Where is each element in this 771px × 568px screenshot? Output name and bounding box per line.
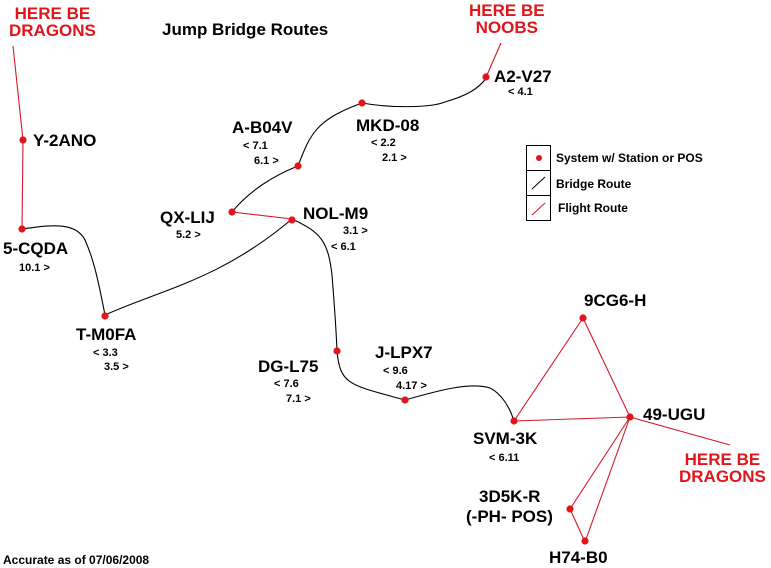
map-title: Jump Bridge Routes	[162, 20, 329, 39]
legend-swatch-system	[527, 146, 550, 171]
flight-route-a2v27-noobs	[486, 42, 502, 76]
legend	[526, 145, 551, 221]
warning-noobs-north: HERE BE NOOBS	[469, 2, 545, 36]
distance-t-m0fa-1: 3.5 >	[104, 361, 129, 373]
node-t-m0fa[interactable]	[101, 312, 109, 320]
system-label-dg-l75: DG-L75	[258, 357, 319, 376]
flight-routes	[12, 42, 731, 543]
node-49-ugu[interactable]	[626, 413, 634, 421]
node-a-b04v[interactable]	[294, 162, 302, 170]
flight-route-qxlij-nolm9	[231, 211, 293, 220]
node-svm-3k[interactable]	[510, 417, 518, 425]
warning-dragons-southeast: HERE BE DRAGONS	[679, 451, 766, 485]
flight-route-9cg6h-49ugu	[582, 317, 631, 418]
node-y-2ano[interactable]	[19, 136, 27, 144]
warning-dragons-northwest: HERE BE DRAGONS	[9, 5, 96, 39]
warning-line: HERE BE	[469, 1, 545, 20]
distance-nol-m9-0: 3.1 >	[343, 225, 368, 237]
system-label-49-ugu: 49-UGU	[643, 405, 706, 424]
bridge-route-nolm9-dgl75	[291, 218, 338, 352]
system-label-nol-m9: NOL-M9	[303, 204, 369, 223]
flight-route-svm3k-9cg6h	[513, 317, 584, 422]
system-label-t-m0fa: T-M0FA	[76, 325, 137, 344]
node-nol-m9[interactable]	[288, 216, 296, 224]
bridge-route-jlpx7-svm3k	[404, 385, 515, 422]
system-label-j-lpx7: J-LPX7	[375, 343, 433, 362]
distance-svm-3k-0: < 6.11	[489, 452, 520, 464]
bridge-route-mkd08-a2v27	[361, 76, 488, 108]
distance-a-b04v-0: < 7.1	[243, 140, 268, 152]
legend-swatch-flight	[527, 196, 550, 220]
node-mkd-08[interactable]	[358, 99, 366, 107]
distance-j-lpx7-1: 4.17 >	[396, 380, 427, 392]
distance-a-b04v-1: 6.1 >	[254, 155, 279, 167]
legend-swatch-bridge	[527, 171, 550, 196]
distance-mkd-08-0: < 2.2	[371, 137, 396, 149]
system-label-9cg6-h: 9CG6-H	[584, 291, 647, 310]
distance-a2-v27-0: < 4.1	[508, 86, 533, 98]
node-3d5k-r[interactable]	[566, 505, 574, 513]
distance-nol-m9-1: < 6.1	[331, 241, 356, 253]
flight-route-y2ano-dragons	[12, 45, 24, 141]
distance-dg-l75-0: < 7.6	[274, 378, 299, 390]
node-j-lpx7[interactable]	[401, 396, 409, 404]
warning-line: DRAGONS	[679, 467, 766, 486]
system-label-a2-v27: A2-V27	[494, 67, 552, 86]
node-a2-v27[interactable]	[482, 73, 490, 81]
accuracy-date-footer: Accurate as of 07/06/2008	[3, 553, 150, 567]
node-9cg6-h[interactable]	[579, 314, 587, 322]
flight-route-3d5kr-h74b0	[569, 508, 586, 543]
black-line-icon	[531, 176, 546, 190]
distance-5-cqda-0: 10.1 >	[19, 262, 50, 274]
node-h74-b0[interactable]	[581, 537, 589, 545]
red-dot-icon	[536, 155, 542, 161]
bridge-route-tm0fa-nolm9	[104, 218, 293, 316]
flight-route-49ugu-dragons	[629, 416, 731, 446]
flight-route-49ugu-3d5kr	[569, 416, 631, 510]
system-label-mkd-08: MKD-08	[356, 116, 420, 135]
system-label-qx-lij: QX-LIJ	[160, 208, 215, 227]
distance-mkd-08-1: 2.1 >	[382, 152, 407, 164]
bridge-route-5cqda-tm0fa	[21, 225, 106, 316]
node-dg-l75[interactable]	[333, 347, 341, 355]
flight-route-49ugu-h74b0	[584, 416, 631, 543]
warning-line: NOOBS	[475, 18, 538, 37]
legend-label-flight: Flight Route	[558, 201, 628, 215]
legend-label-system: System w/ Station or POS	[556, 151, 703, 165]
warning-line: DRAGONS	[9, 21, 96, 40]
system-label-y-2ano: Y-2ANO	[33, 131, 97, 150]
red-line-icon	[531, 202, 546, 216]
distance-t-m0fa-0: < 3.3	[93, 347, 118, 359]
system-label-svm-3k: SVM-3K	[473, 429, 538, 448]
legend-label-bridge: Bridge Route	[556, 177, 632, 191]
warning-line: HERE BE	[684, 450, 761, 469]
node-qx-lij[interactable]	[228, 208, 236, 216]
distance-j-lpx7-0: < 9.6	[383, 365, 408, 377]
node-5-cqda[interactable]	[18, 225, 26, 233]
bridge-route-ab04v-mkd08	[297, 102, 363, 167]
bridge-route-qxlij-ab04v	[231, 165, 299, 213]
flight-route-y2ano-5cqda	[21, 139, 24, 230]
system-label-3d5k-r-subtitle: (-PH- POS)	[466, 507, 553, 526]
system-label-5-cqda: 5-CQDA	[3, 239, 69, 258]
system-label-h74-b0: H74-B0	[549, 548, 608, 567]
distance-qx-lij-0: 5.2 >	[176, 229, 201, 241]
system-nodes	[18, 73, 634, 545]
flight-route-svm3k-49ugu	[513, 416, 631, 422]
bridge-routes	[21, 76, 515, 422]
warning-line: HERE BE	[14, 4, 91, 23]
system-label-3d5k-r: 3D5K-R	[479, 487, 541, 506]
bridge-route-dgl75-jlpx7	[336, 350, 406, 401]
distance-dg-l75-1: 7.1 >	[286, 393, 311, 405]
system-label-a-b04v: A-B04V	[232, 118, 293, 137]
